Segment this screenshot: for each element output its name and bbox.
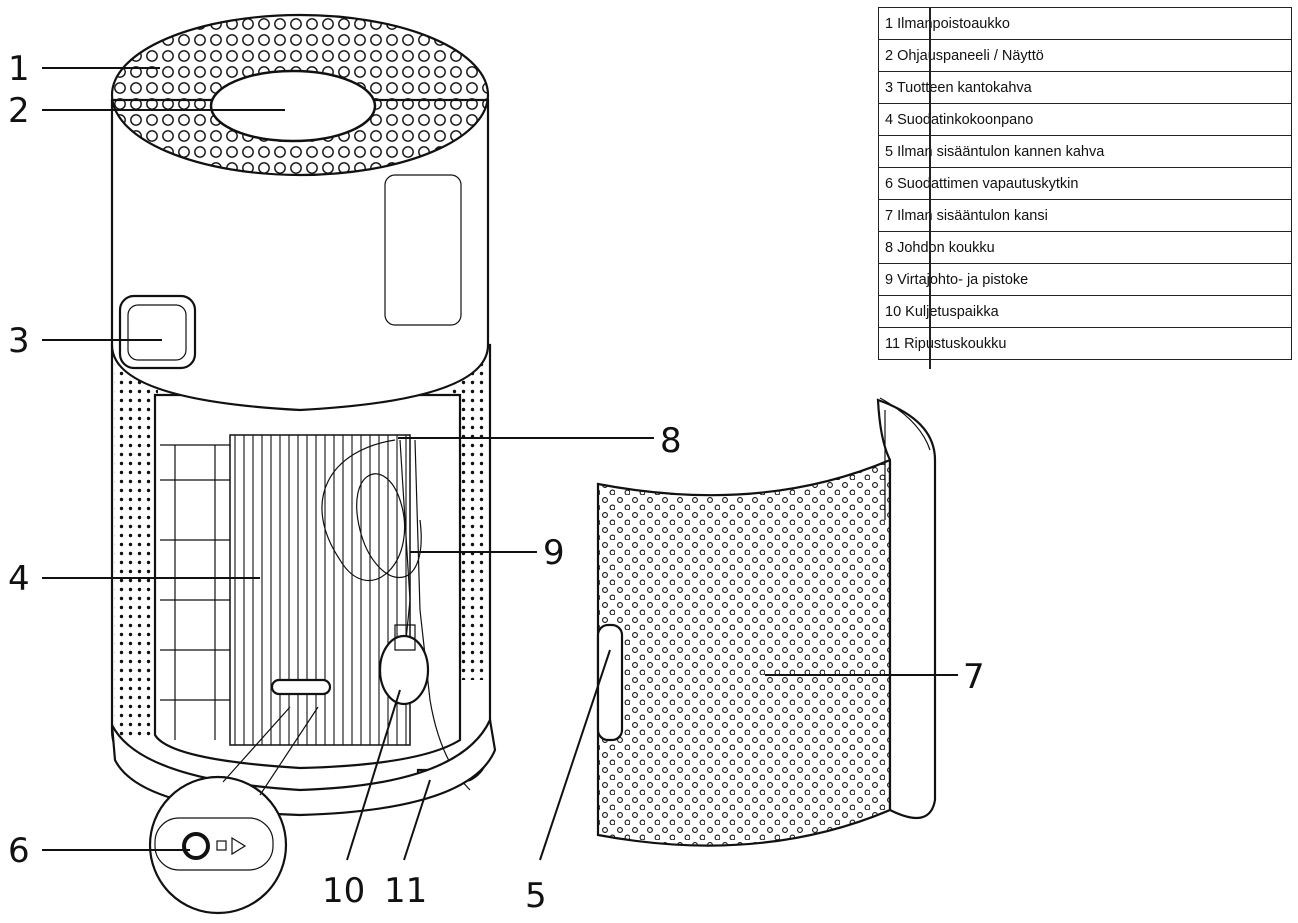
callout-7: 7 <box>963 657 985 697</box>
legend-item-3: 3 Tuotteen kantokahva <box>878 71 1292 104</box>
legend-item-6: 6 Suodattimen vapautuskytkin <box>878 167 1292 200</box>
legend-row: 8 Johdon koukku <box>878 231 1292 264</box>
legend-divider <box>929 7 931 369</box>
legend-item-9: 9 Virtajohto- ja pistoke <box>878 263 1292 296</box>
legend-item-2: 2 Ohjauspaneeli / Näyttö <box>878 39 1292 72</box>
release-switch-inset <box>148 706 319 915</box>
callout-11: 11 <box>384 871 427 911</box>
callout-9: 9 <box>543 533 565 573</box>
legend-row: 1 Ilmanpoistoaukko <box>878 7 1292 40</box>
callout-4: 4 <box>8 559 30 599</box>
legend-row: 2 Ohjauspaneeli / Näyttö <box>878 39 1292 72</box>
legend-item-7: 7 Ilman sisääntulon kansi <box>878 199 1292 232</box>
callout-numbers: 1 2 3 4 5 6 7 8 9 10 11 <box>8 49 985 916</box>
legend-item-5: 5 Ilman sisääntulon kannen kahva <box>878 135 1292 168</box>
legend-item-1: 1 Ilmanpoistoaukko <box>878 7 1292 40</box>
callout-3: 3 <box>8 321 30 361</box>
purifier-unit <box>110 13 497 817</box>
callout-5: 5 <box>525 876 547 916</box>
air-inlet-cover <box>596 397 937 847</box>
legend-item-4: 4 Suodatinkokoonpano <box>878 103 1292 136</box>
legend-item-8: 8 Johdon koukku <box>878 231 1292 264</box>
legend-row: 5 Ilman sisääntulon kannen kahva <box>878 135 1292 168</box>
legend-row: 3 Tuotteen kantokahva <box>878 71 1292 104</box>
legend-row: 9 Virtajohto- ja pistoke <box>878 263 1292 296</box>
callout-2: 2 <box>8 91 30 131</box>
callout-8: 8 <box>660 421 682 461</box>
legend-row: 4 Suodatinkokoonpano <box>878 103 1292 136</box>
callout-10: 10 <box>322 871 365 911</box>
leader-lines <box>42 67 958 861</box>
legend-row: 6 Suodattimen vapautuskytkin <box>878 167 1292 200</box>
legend-row: 7 Ilman sisääntulon kansi <box>878 199 1292 232</box>
callout-1: 1 <box>8 49 30 89</box>
legend-item-10: 10 Kuljetuspaikka <box>878 295 1292 328</box>
parts-legend-table: 1 Ilmanpoistoaukko 2 Ohjauspaneeli / Näy… <box>878 7 1292 360</box>
legend-item-11: 11 Ripustuskoukku <box>878 327 1292 360</box>
legend-row: 11 Ripustuskoukku <box>878 327 1292 360</box>
legend-row: 10 Kuljetuspaikka <box>878 295 1292 328</box>
callout-6: 6 <box>8 831 30 871</box>
